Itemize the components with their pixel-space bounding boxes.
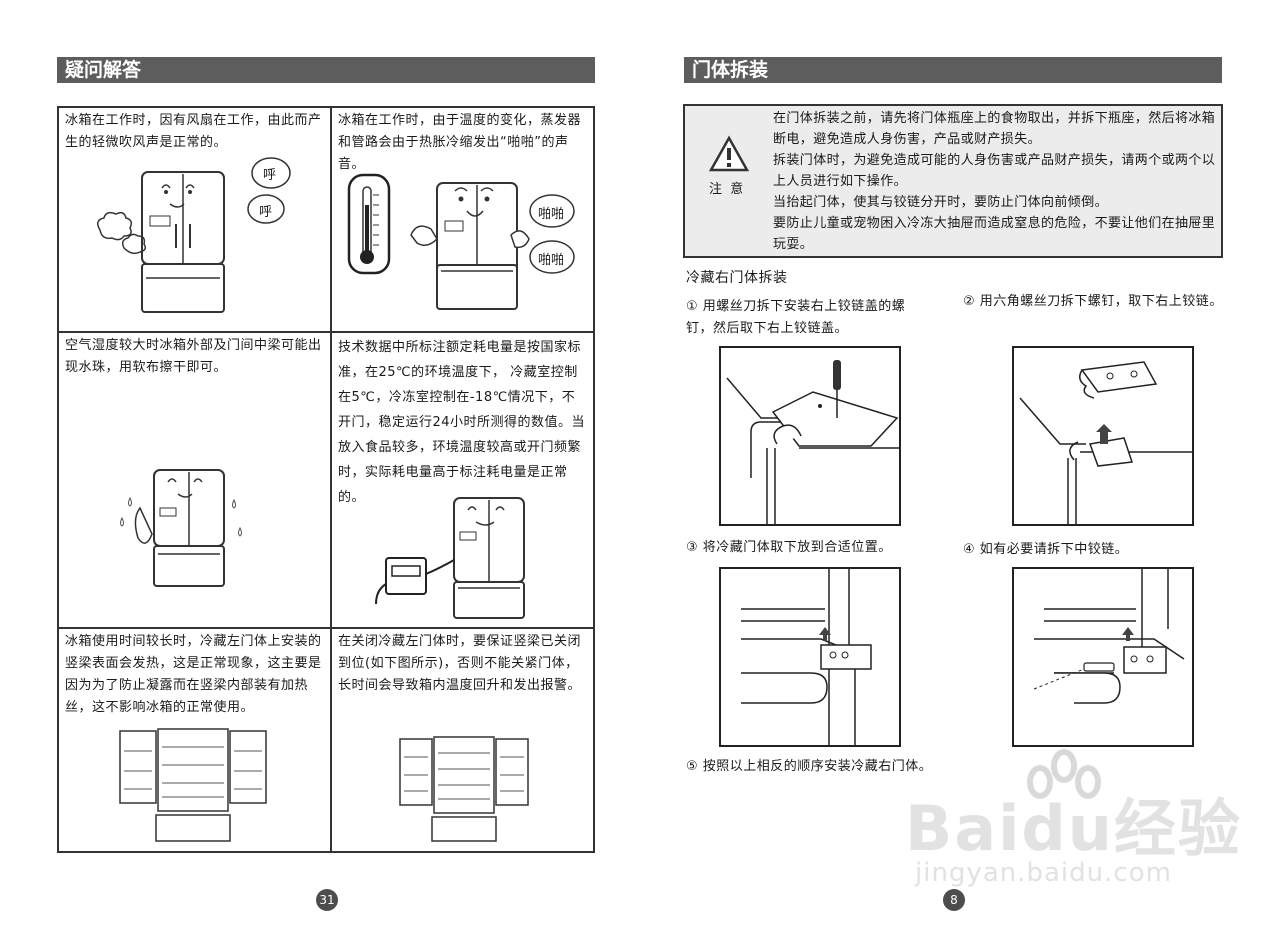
section-title: 冷藏右门体拆装 xyxy=(686,270,788,286)
step-4-text: ④ 如有必要请拆下中铰链。 xyxy=(963,542,1129,557)
bubble-text-hu-2: 呼 xyxy=(259,205,273,220)
step-5-text: ⑤ 按照以上相反的顺序安装冷藏右门体。 xyxy=(686,759,933,774)
grid-divider-row2 xyxy=(59,627,593,629)
fridge-power-meter-illustration xyxy=(375,497,525,619)
faq-grid: 冰箱在工作时，因有风扇在工作，由此而产生的轻微吹风声是正常的。 冰箱在工作时，由… xyxy=(57,106,595,853)
open-fridge-illustration-right xyxy=(399,736,529,842)
warning-line: 要防止儿童或宠物困入冷冻大抽屉而造成窒息的危险，不要让他们在抽屉里玩耍。 xyxy=(773,216,1216,252)
grid-divider-row1 xyxy=(59,331,593,333)
middle-hinge-removal-illustration xyxy=(1033,569,1185,704)
faq-cell-fan-noise: 冰箱在工作时，因有风扇在工作，由此而产生的轻微吹风声是正常的。 xyxy=(65,113,322,150)
step-2-figure xyxy=(1012,346,1194,526)
step-1-figure xyxy=(719,346,901,526)
right-section-header: 门体拆装 xyxy=(684,57,1222,83)
bubble-text-pa-2: 啪啪 xyxy=(538,253,565,268)
hinge-removal-illustration xyxy=(1019,361,1192,524)
sweating-fridge-illustration xyxy=(120,469,242,587)
page-number-right: 8 xyxy=(943,889,965,911)
warning-line: 在门体拆装之前，请先将门体瓶座上的食物取出，并拆下瓶座，然后将冰箱断电，避免造成… xyxy=(773,111,1216,147)
faq-cell-power-consumption: 技术数据中所标注额定耗电量是按国家标准，在25℃的环境温度下， 冷藏室控制在5℃… xyxy=(338,340,586,505)
faq-cell-mullion-close: 在关闭冷藏左门体时，要保证竖梁已关闭到位(如下图所示)，否则不能关紧门体，长时间… xyxy=(338,634,582,693)
thermometer-fridge-illustration xyxy=(347,173,575,310)
warning-triangle-icon xyxy=(708,135,750,172)
bubble-text-pa-1: 啪啪 xyxy=(538,207,565,222)
warning-text: 在门体拆装之前，请先将门体瓶座上的食物取出，并拆下瓶座，然后将冰箱断电，避免造成… xyxy=(773,108,1219,255)
page-number-left: 31 xyxy=(316,889,338,911)
step-2-text: ② 用六角螺丝刀拆下螺钉，取下右上铰链。 xyxy=(963,294,1223,309)
left-section-header: 疑问解答 xyxy=(57,57,595,83)
watermark-sub: jingyan.baidu.com xyxy=(915,858,1172,888)
open-fridge-illustration-left xyxy=(119,728,267,842)
faq-cell-crackle-noise: 冰箱在工作时，由于温度的变化，蒸发器和管路会由于热胀冷缩发出“啪啪”的声音。 xyxy=(338,113,582,172)
hinge-cover-screwdriver-illustration xyxy=(726,360,899,524)
watermark-main: Baidu经验 xyxy=(905,792,1242,865)
step-1-text: ① 用螺丝刀拆下安装右上铰链盖的螺钉，然后取下右上铰链盖。 xyxy=(686,299,906,336)
warning-box: 注 意 在门体拆装之前，请先将门体瓶座上的食物取出，并拆下瓶座，然后将冰箱断电，… xyxy=(683,104,1223,258)
step-3-text: ③ 将冷藏门体取下放到合适位置。 xyxy=(686,540,892,555)
faq-cell-condensation: 空气湿度较大时冰箱外部及门间中梁可能出现水珠，用软布擦干即可。 xyxy=(65,338,322,375)
fridge-blowing-illustration xyxy=(97,157,291,313)
warning-label: 注 意 xyxy=(709,182,744,197)
warning-line: 拆装门体时，为避免造成可能的人身伤害或产品财产损失，请两个或两个以上人员进行如下… xyxy=(773,153,1216,189)
faq-cell-mullion-heat: 冰箱使用时间较长时，冷藏左门体上安装的竖梁表面会发热，这是正常现象，这主要是因为… xyxy=(65,634,322,715)
bubble-text-hu-1: 呼 xyxy=(263,168,277,183)
grid-divider-vertical xyxy=(330,108,332,851)
door-lift-illustration xyxy=(741,569,872,745)
paw-icon xyxy=(1027,749,1101,799)
warning-line: 当抬起门体，使其与铰链分开时，要防止门体向前倾倒。 xyxy=(773,195,1109,210)
step-3-figure xyxy=(719,567,901,747)
step-4-figure xyxy=(1012,567,1194,747)
